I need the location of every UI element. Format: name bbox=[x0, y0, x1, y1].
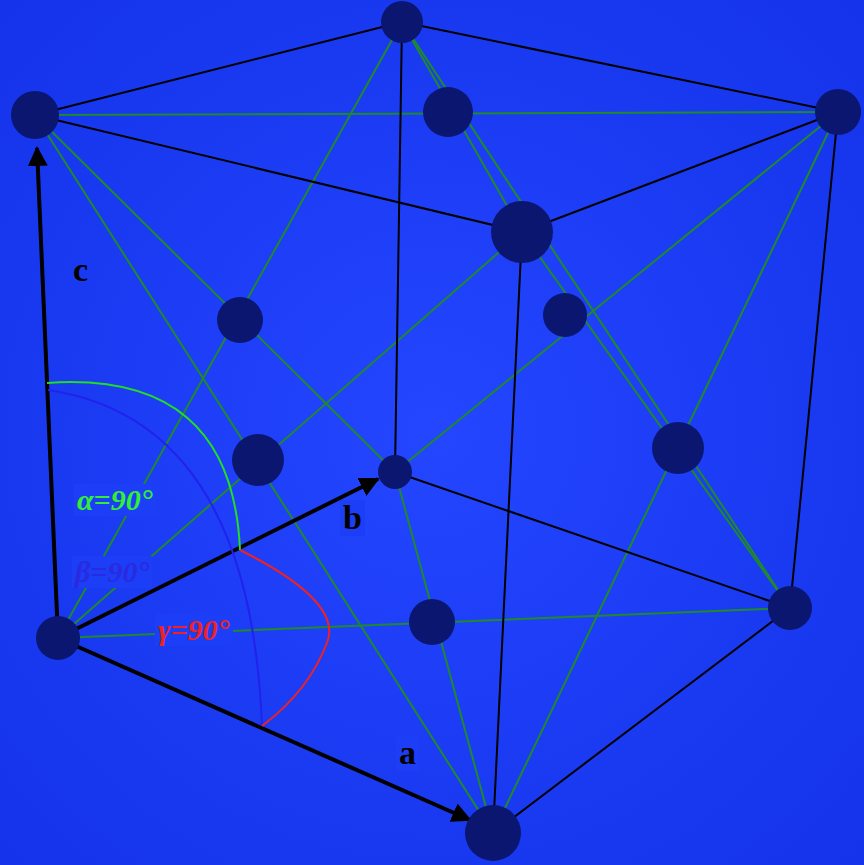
axis-vectors bbox=[37, 148, 470, 820]
angle-label: α=90° bbox=[74, 484, 156, 516]
angle-label: γ=90° bbox=[155, 614, 233, 646]
axis-label: a bbox=[396, 735, 419, 771]
atoms bbox=[11, 1, 861, 861]
angle-label: β=90° bbox=[72, 556, 152, 588]
axis-label: b bbox=[340, 500, 365, 536]
cube-edges bbox=[35, 22, 838, 833]
axis-label: c bbox=[70, 252, 91, 288]
beta-arc bbox=[48, 390, 262, 726]
alpha-arc bbox=[47, 382, 240, 550]
gamma-arc bbox=[240, 550, 329, 726]
face-diagonals bbox=[35, 22, 838, 833]
